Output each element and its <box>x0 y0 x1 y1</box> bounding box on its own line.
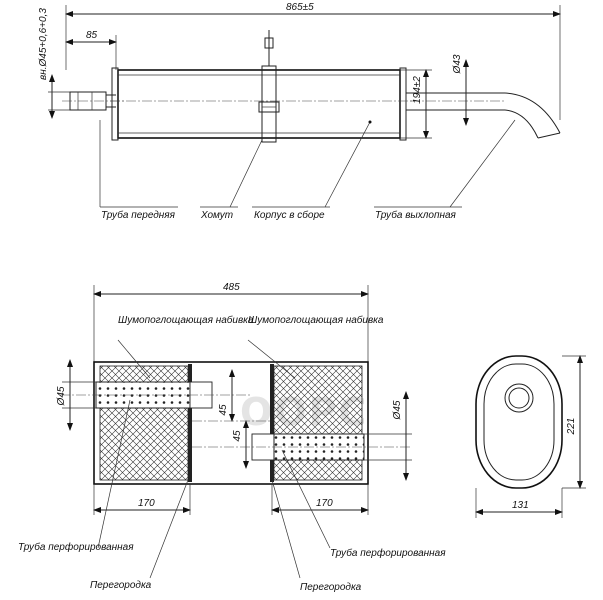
dim-inlet-diameter: вн.Ø45+0,6+0,3 <box>38 8 49 80</box>
label-absorber-left: Шумопоглощающая набивка <box>118 314 254 326</box>
baffle-left <box>188 364 192 482</box>
clamp <box>258 30 280 143</box>
dim-end-height: 221 <box>566 418 577 436</box>
dim-chamber-right: 170 <box>316 498 333 509</box>
dim-body-height: 194±2 <box>412 76 423 104</box>
end-pipe-outer <box>504 383 534 413</box>
top-view: 865±5 85 вн.Ø45+0,6+0,3 <box>38 2 561 221</box>
section-housing <box>93 361 369 485</box>
label-front-pipe: Труба передняя <box>101 209 176 221</box>
dim-offset-lower: 45 <box>232 430 243 442</box>
dim-end-width: 131 <box>512 500 529 511</box>
label-exhaust-pipe: Труба выхлопная <box>375 209 457 221</box>
label-clamp: Хомут <box>200 210 233 221</box>
section-view: 485 Ø45 Ø45 45 45 <box>18 282 446 593</box>
dim-outlet-diameter: Ø43 <box>452 54 463 74</box>
label-perforated-left: Труба перфорированная <box>18 541 134 553</box>
dim-pipe-left-diameter: Ø45 <box>56 386 67 406</box>
dim-pipe-right-diameter: Ø45 <box>392 400 403 420</box>
dim-section-length: 485 <box>223 282 240 293</box>
baffle-right <box>270 364 274 482</box>
dim-overall-length: 865±5 <box>286 2 314 13</box>
absorber-right <box>273 365 363 481</box>
end-housing-outer <box>475 355 563 489</box>
label-perforated-right: Труба перфорированная <box>330 547 446 559</box>
dim-inlet-offset: 85 <box>86 30 98 41</box>
end-view: 221 131 <box>475 355 586 518</box>
label-baffle-right: Перегородка <box>300 582 362 593</box>
exhaust-pipe <box>406 92 561 139</box>
label-housing: Корпус в сборе <box>254 209 325 221</box>
dim-offset-upper: 45 <box>218 404 229 416</box>
perforated-pipe-right <box>273 433 365 461</box>
label-baffle-left: Перегородка <box>90 580 152 591</box>
dim-chamber-left: 170 <box>138 498 155 509</box>
label-absorber-right: Шумопоглощающая набивка <box>248 314 384 326</box>
